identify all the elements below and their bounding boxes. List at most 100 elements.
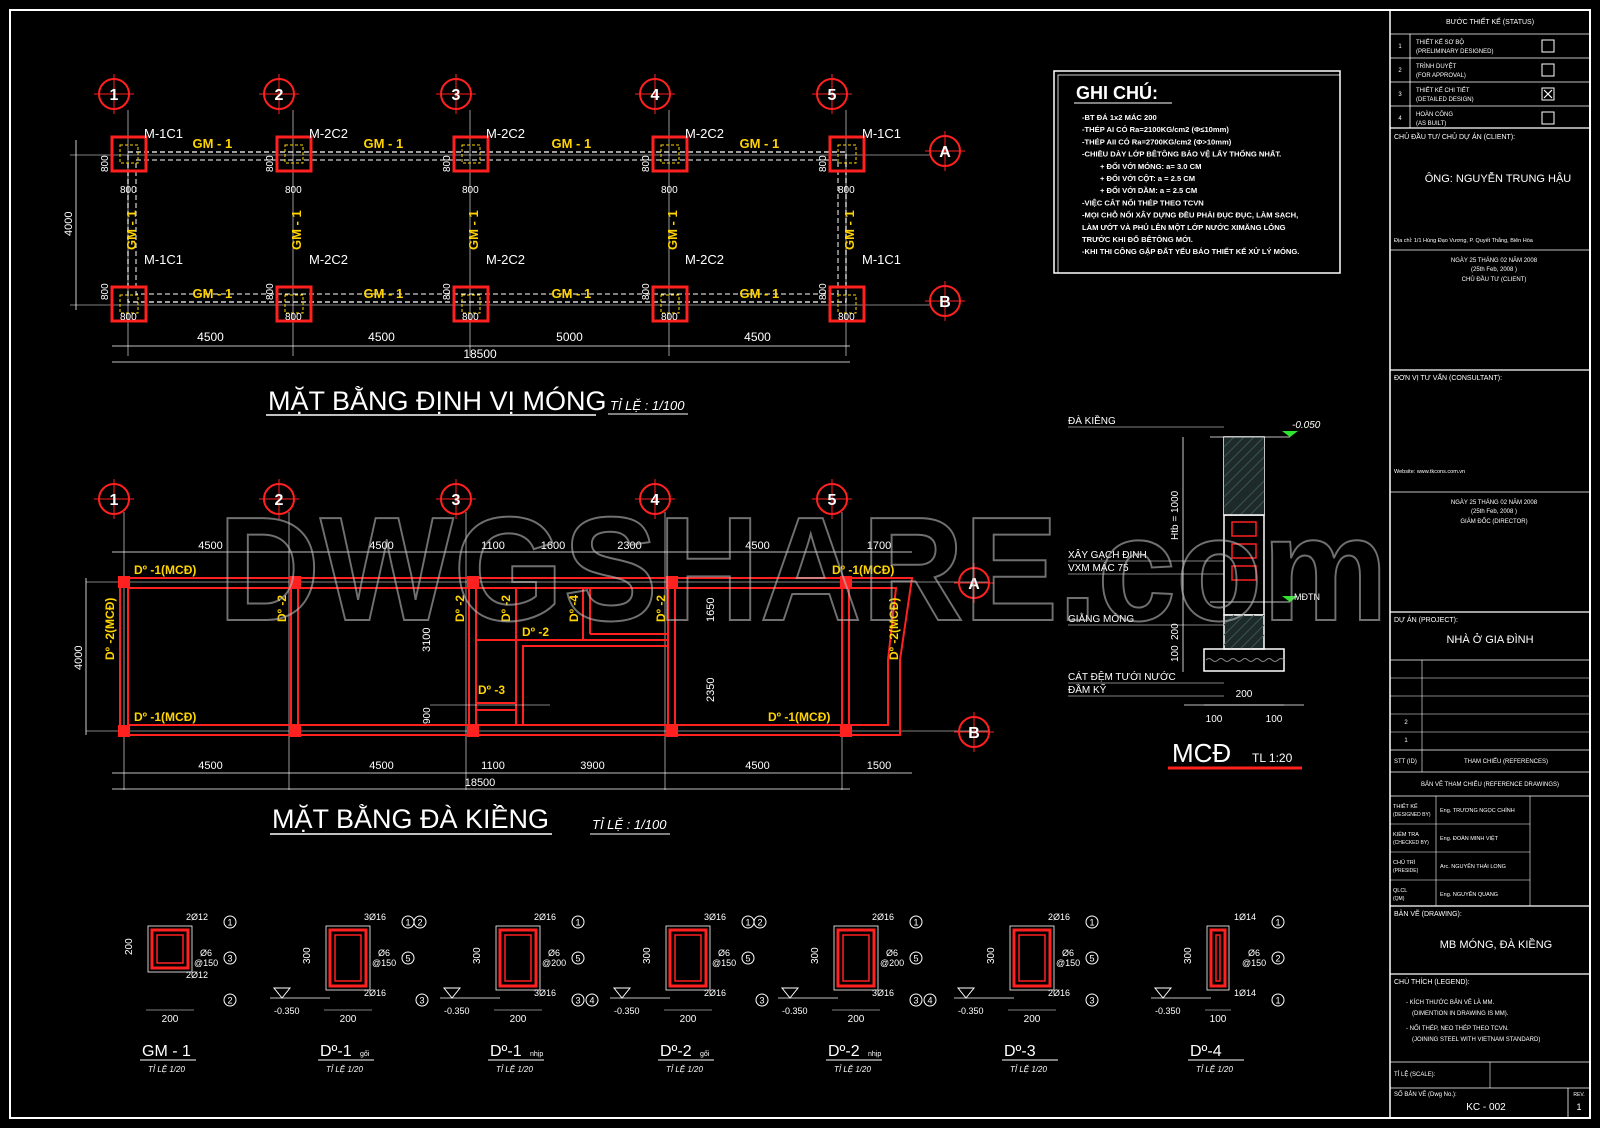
note-line: -THÉP AI CÓ Ra=2100KG/cm2 (Φ≤10mm) [1082, 125, 1229, 134]
footing-4B [651, 285, 689, 323]
detail-scale: TỈ LỆ 1/20 [326, 1065, 363, 1074]
detail-name: GM - 1 [142, 1043, 191, 1060]
inner-dim-1650: 1650 [705, 598, 717, 622]
row-bubble-A-label: A [939, 144, 951, 161]
dim-800: 800 [120, 185, 137, 196]
plan2-top-dim: 4500 [198, 540, 222, 552]
plan1-scale: TỈ LỆ : 1/100 [610, 398, 685, 413]
rebar-mark: 3 [227, 954, 232, 964]
status-en: (FOR APPROVAL) [1416, 73, 1466, 79]
beam-label-gm1: GM - 1 [193, 136, 233, 151]
axis-bubble-5-label: 5 [828, 87, 837, 104]
width-dim: 200 [1024, 1014, 1041, 1025]
d2-label: Dº -2 [453, 595, 467, 622]
dim-800-v: 800 [641, 283, 652, 300]
span-dim: 4500 [197, 330, 224, 344]
dim-800-v: 800 [100, 283, 111, 300]
row2-bubble-A-label: A [968, 576, 980, 593]
rebar-mark: 1 [1275, 996, 1280, 1006]
rebar-mark: 4 [927, 996, 932, 1006]
inner-dim-3100: 3100 [421, 628, 433, 652]
height-dim: 200 [124, 938, 135, 955]
stirrup: Ø6 [548, 948, 560, 958]
total-dim: 18500 [463, 347, 497, 361]
level-mark: -0.350 [1155, 1006, 1181, 1016]
axis2-bubble-2: 2 [259, 479, 299, 519]
rebar-mark: 1 [1089, 918, 1094, 928]
rebar-bot: 2Ø16 [364, 988, 386, 998]
dim-800: 800 [838, 185, 855, 196]
plan2-top-dim: 4500 [369, 540, 393, 552]
person-role-en: (DESIGNED BY) [1393, 812, 1431, 818]
status-header: BƯỚC THIẾT KẾ (STATUS) [1446, 16, 1534, 26]
axis2-bubble-3: 3 [436, 479, 476, 519]
footing-2A [275, 135, 313, 173]
d4-label: Dº -4 [567, 595, 581, 622]
consultant-label: ĐƠN VỊ TƯ VẤN (CONSULTANT): [1394, 372, 1502, 382]
rebar-mark: 5 [405, 954, 410, 964]
width-dim: 100 [1210, 1014, 1227, 1025]
footing-label-top: M-2C2 [685, 126, 724, 141]
dim-800-v: 800 [100, 155, 111, 172]
plan2-left-dim: 4000 [73, 646, 85, 670]
row2-bubble-B: B [954, 712, 994, 752]
stt-label: STT (ID) [1394, 759, 1417, 765]
d2-label: Dº -2 [499, 595, 513, 622]
rebar-mark: 3 [1089, 996, 1094, 1006]
rebar-mark: 2 [1275, 954, 1280, 964]
rebar-mark: 3 [575, 996, 580, 1006]
dim-800-v: 800 [442, 283, 453, 300]
footing-label-bottom: M-1C1 [144, 252, 183, 267]
rev-value: 1 [1576, 1102, 1581, 1112]
span-dim: 4500 [368, 330, 395, 344]
width-dim: 200 [848, 1014, 865, 1025]
mcd-label: VXM MÁC 75 [1068, 561, 1129, 574]
rebar-top: 1Ø14 [1234, 912, 1256, 922]
row-bubble-B-label: B [939, 294, 951, 311]
website: Website: www.tkcons.com.vn [1394, 469, 1465, 475]
plan2-top-dim: 2300 [617, 540, 641, 552]
rebar-mark: 3 [913, 996, 918, 1006]
axis2-bubble-2-label: 2 [275, 492, 284, 509]
beam-label-gm1: GM - 1 [552, 286, 592, 301]
note-line: TRƯỚC KHI ĐỔ BÊTÔNG MỚI. [1082, 235, 1193, 244]
axis-bubble-1-label: 1 [110, 87, 119, 104]
status-en: (DETAILED DESIGN) [1416, 97, 1474, 103]
mcd-dim-100r: 100 [1266, 714, 1283, 725]
note-line: -THÉP AII CÓ Ra=2700KG/cm2 (Φ>10mm) [1082, 137, 1232, 146]
client-date-1: NGÀY 25 THÁNG 02 NĂM 2008 [1451, 257, 1538, 264]
plan2-bottom-dim: 3900 [580, 760, 604, 772]
rebar-mark: 1 [1275, 918, 1280, 928]
stirrup-spacing: @200 [880, 958, 904, 968]
plan2-bottom-dim: 4500 [745, 760, 769, 772]
axis-bubble-3-label: 3 [452, 87, 461, 104]
note-line: -VIỆC CẮT NỐI THÉP THEO TCVN [1082, 197, 1204, 207]
footing-2B [275, 285, 313, 323]
column-node [840, 725, 852, 737]
dim-800-v: 800 [265, 155, 276, 172]
project-name: NHÀ Ở GIA ĐÌNH [1446, 633, 1533, 646]
status-vi: THIẾT KẾ SƠ BỘ [1416, 39, 1464, 46]
dim-800: 800 [285, 185, 302, 196]
mcd-label: ĐÀ KIỀNG [1068, 414, 1116, 427]
plan2-top-dim: 4500 [745, 540, 769, 552]
plan2-total: 18500 [465, 777, 496, 789]
plan1-footings [110, 135, 866, 323]
person-name: Eng. NGUYỄN QUANG [1440, 891, 1498, 898]
rev-row-2: 2 [1404, 720, 1408, 726]
rebar-top: 3Ø16 [364, 912, 386, 922]
footing-label-top: M-2C2 [486, 126, 525, 141]
person-name: Eng. TRƯƠNG NGỌC CHÍNH [1440, 807, 1515, 814]
rebar-bot: 3Ø16 [872, 988, 894, 998]
beam-label-gm1-v: GM - 1 [124, 210, 139, 250]
row2-bubble-B-label: B [968, 725, 980, 742]
beam-label-gm1-v: GM - 1 [842, 210, 857, 250]
person-role: CHỦ TRÌ [1393, 859, 1416, 866]
detail-scale: TỈ LỆ 1/20 [1196, 1065, 1233, 1074]
rebar-bot: 1Ø14 [1234, 988, 1256, 998]
detail-name: Dº-2 [660, 1043, 692, 1060]
rebar-mark: 1 [575, 918, 580, 928]
